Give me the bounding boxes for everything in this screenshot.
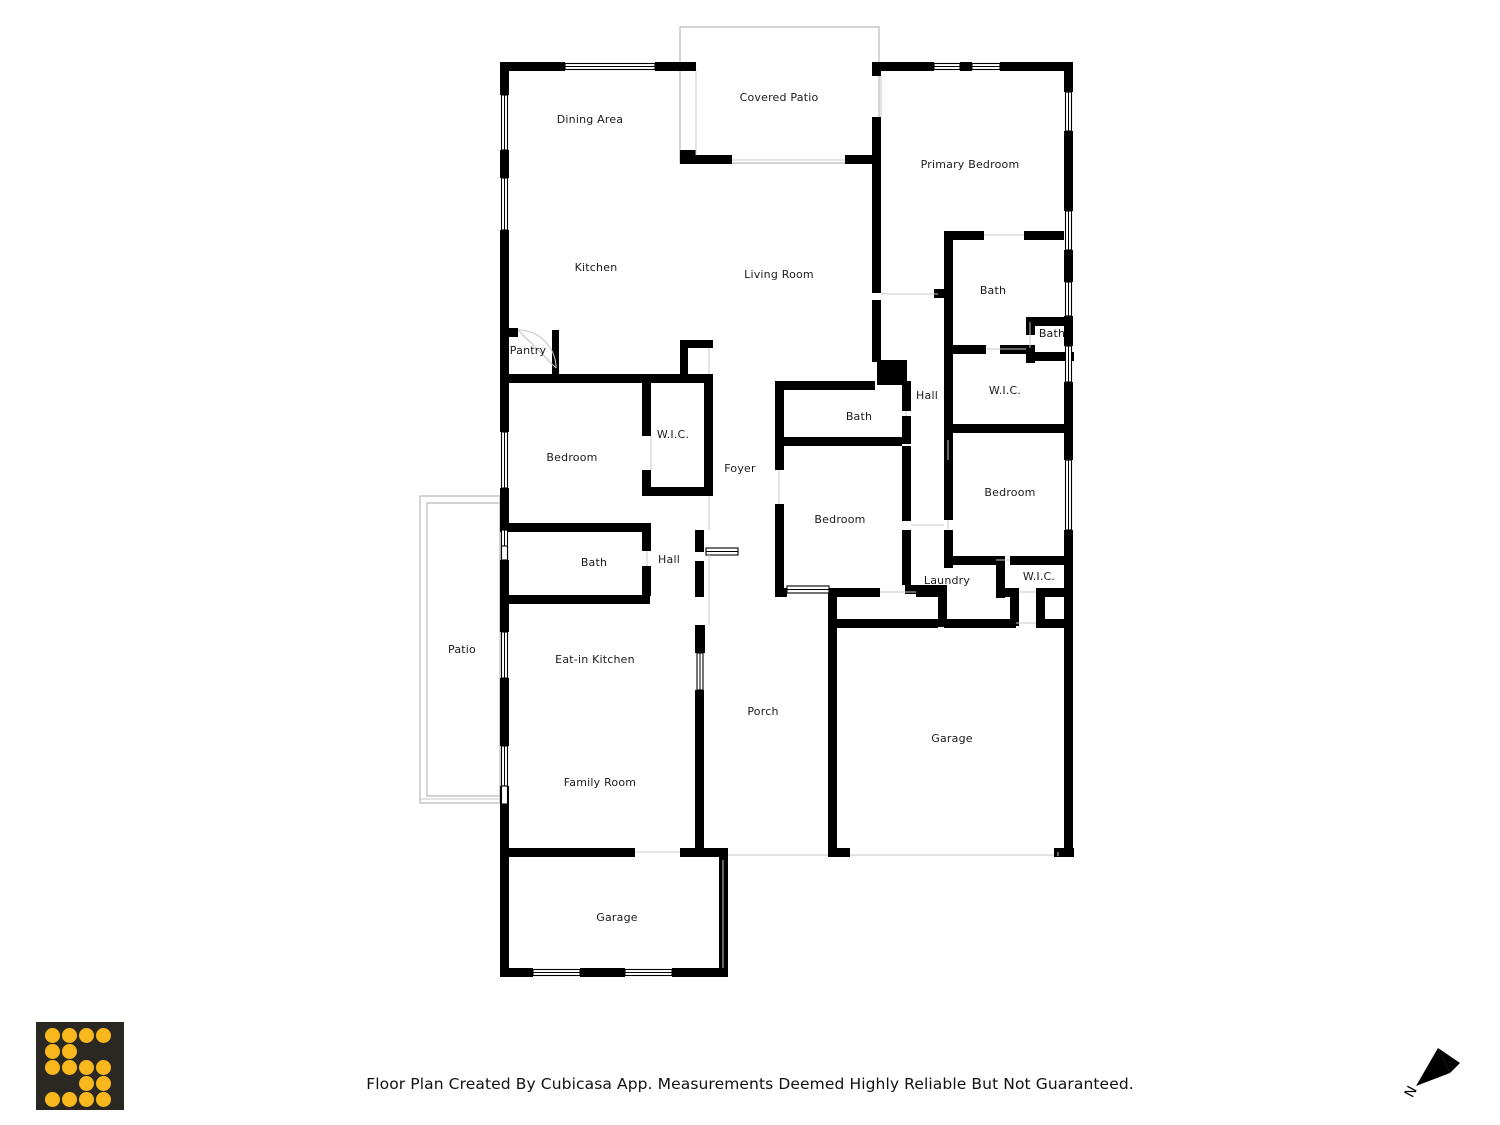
door-openings (420, 71, 1059, 968)
room-label-hall-lower: Hall (658, 553, 680, 566)
room-label-garage-bottom: Garage (596, 911, 638, 924)
room-label-foyer: Foyer (724, 462, 756, 475)
windows (500, 62, 1073, 977)
room-label-covered-patio: Covered Patio (740, 91, 819, 104)
footer-disclaimer: Floor Plan Created By Cubicasa App. Meas… (366, 1075, 1134, 1093)
room-label-family-room: Family Room (564, 776, 636, 789)
room-label-wic-left: W.I.C. (657, 428, 689, 441)
room-label-bath-hall: Bath (846, 410, 872, 423)
room-label-porch: Porch (747, 705, 778, 718)
room-label-hall-upper: Hall (916, 389, 938, 402)
room-label-kitchen: Kitchen (575, 261, 618, 274)
room-label-wic-primary: W.I.C. (989, 384, 1021, 397)
room-label-laundry: Laundry (924, 574, 971, 587)
room-label-dining-area: Dining Area (557, 113, 624, 126)
room-label-wic-right: W.I.C. (1023, 570, 1055, 583)
north-arrow: N (1398, 1040, 1478, 1115)
room-label-primary-bedroom: Primary Bedroom (921, 158, 1020, 171)
room-label-bath-primary: Bath (980, 284, 1006, 297)
room-label-living-room: Living Room (744, 268, 814, 281)
room-labels: Covered Patio Dining Area Primary Bedroo… (448, 91, 1065, 924)
room-label-bedroom-center: Bedroom (814, 513, 865, 526)
room-label-patio: Patio (448, 643, 476, 656)
brand-logo (36, 1022, 124, 1110)
room-label-bedroom-right: Bedroom (984, 486, 1035, 499)
outline-areas (419, 26, 1075, 856)
room-label-eat-in-kitchen: Eat-in Kitchen (555, 653, 635, 666)
room-label-bath-water-closet: Bath (1039, 327, 1065, 340)
room-label-bath-left: Bath (581, 556, 607, 569)
wall-structure (500, 62, 1074, 977)
room-label-bedroom-left: Bedroom (546, 451, 597, 464)
north-arrow-icon (1416, 1048, 1460, 1086)
room-label-pantry: Pantry (510, 344, 547, 357)
room-label-garage-right: Garage (931, 732, 973, 745)
